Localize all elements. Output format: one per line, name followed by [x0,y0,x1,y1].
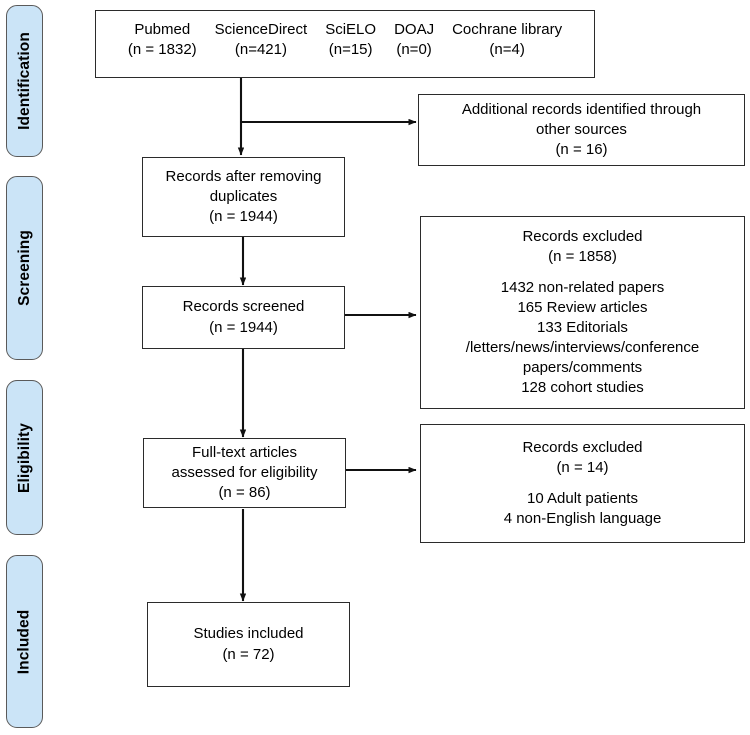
excluded-eligibility-line-2: (n = 14) [556,458,609,476]
phase-identification: Identification [6,5,43,157]
excluded-screening-line-5: 133 Editorials [537,319,628,336]
box-studies-included: Studies included (n = 72) [147,602,350,687]
source-doaj: DOAJ (n=0) [385,20,443,61]
source-name-pubmed: Pubmed [134,21,191,38]
after-duplicates-line-1: Records after removing [165,167,322,185]
excluded-screening-line-3: 1432 non-related papers [500,278,665,296]
additional-records-line-3: (n = 16) [555,141,608,159]
source-name-cochrane-library: Cochrane library [452,21,563,38]
excluded-eligibility-line-3: 10 Adult patients [527,490,638,507]
after-duplicates-line-3: (n = 1944) [209,208,278,226]
box-additional-records: Additional records identified through ot… [418,94,745,166]
records-screened-line-2: (n = 1944) [209,318,278,336]
source-sciencedirect: ScienceDirect (n=421) [206,20,317,61]
phase-label-included: Included [15,609,33,674]
box-records-excluded-screening: Records excluded (n = 1858) 1432 non-rel… [420,216,745,409]
source-count-doaj: (n=0) [396,41,432,59]
after-duplicates-line-2: duplicates [209,187,278,205]
phase-label-eligibility: Eligibility [15,422,33,493]
source-count-cochrane-library: (n=4) [489,41,525,59]
box-records-after-duplicates: Records after removing duplicates (n = 1… [142,157,345,237]
source-scielo: SciELO (n=15) [316,20,385,61]
source-name-doaj: DOAJ [394,21,435,38]
source-count-sciencedirect: (n=421) [234,41,287,59]
additional-records-line-1: Additional records identified through [461,100,702,118]
full-text-line-3: (n = 86) [218,484,271,502]
excluded-eligibility-line-4: 4 non-English language [503,510,662,528]
source-name-sciencedirect: ScienceDirect [214,21,308,38]
records-screened-line-1: Records screened [182,298,305,316]
excluded-screening-line-7: papers/comments [522,359,643,377]
full-text-line-1: Full-text articles [191,443,298,461]
excluded-screening-line-1: Records excluded [522,227,643,245]
phase-screening: Screening [6,176,43,360]
box-records-screened: Records screened (n = 1944) [142,286,345,349]
excluded-screening-line-2: (n = 1858) [548,247,617,265]
additional-records-line-2: other sources [536,120,627,138]
box-full-text-assessed: Full-text articles assessed for eligibil… [143,438,346,508]
excluded-screening-line-8: 128 cohort studies [521,379,644,397]
excluded-screening-line-6: /letters/news/interviews/conference [465,339,700,357]
box-database-sources: Pubmed (n = 1832) ScienceDirect (n=421) … [95,10,595,78]
full-text-line-2: assessed for eligibility [171,463,318,481]
source-count-scielo: (n=15) [328,41,373,59]
phase-label-identification: Identification [15,32,33,130]
studies-included-line-1: Studies included [193,625,304,643]
source-pubmed: Pubmed (n = 1832) [119,20,206,61]
excluded-eligibility-line-1: Records excluded [522,438,643,456]
phase-included: Included [6,555,43,728]
phase-label-screening: Screening [15,230,33,306]
source-cochrane-library: Cochrane library (n=4) [443,20,571,61]
source-count-pubmed: (n = 1832) [127,41,197,59]
box-records-excluded-eligibility: Records excluded (n = 14) 10 Adult patie… [420,424,745,543]
studies-included-line-2: (n = 72) [222,645,275,663]
source-name-scielo: SciELO [325,21,377,38]
phase-eligibility: Eligibility [6,380,43,535]
excluded-screening-line-4: 165 Review articles [517,298,648,316]
